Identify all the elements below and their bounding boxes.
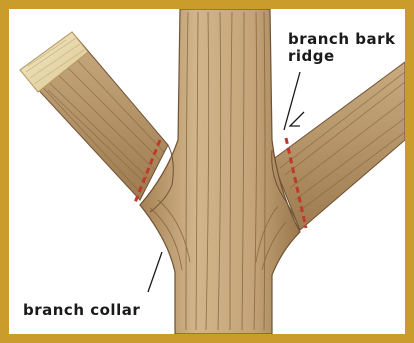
branch-bark-ridge-label: branch bark ridge bbox=[288, 31, 395, 65]
branch-bark-ridge-label-line2: ridge bbox=[288, 48, 395, 65]
trunk bbox=[140, 9, 300, 334]
bark-ridge-arrow bbox=[290, 112, 304, 126]
collar-leader bbox=[148, 252, 162, 292]
branch-bark-ridge-label-line1: branch bark bbox=[288, 31, 395, 48]
branch-collar-label: branch collar bbox=[23, 302, 140, 319]
bark-ridge-leader bbox=[284, 72, 300, 130]
right-branch bbox=[272, 62, 405, 230]
